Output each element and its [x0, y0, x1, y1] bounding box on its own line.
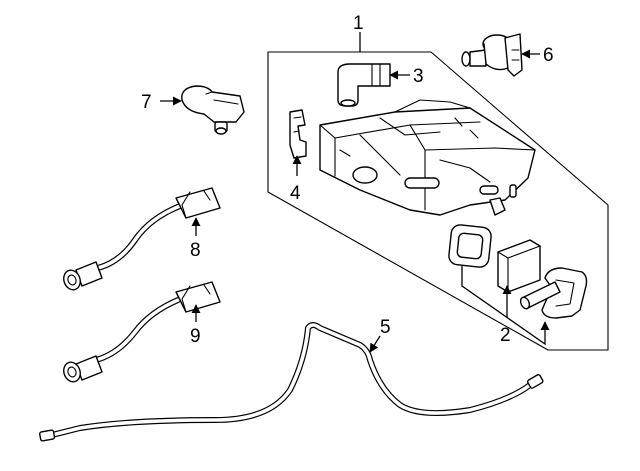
harness-part-8[interactable] [61, 187, 221, 292]
elbow-hose-part[interactable] [337, 63, 391, 107]
vacuum-valve-part[interactable] [461, 33, 523, 77]
callout-6: 6 [543, 45, 554, 66]
leader-arrow-5 [369, 335, 381, 353]
kit-bracket-2 [461, 265, 550, 346]
callout-3: 3 [413, 66, 424, 87]
callout-5: 5 [380, 317, 391, 338]
filter-bracket-part[interactable] [519, 267, 588, 319]
gasket-part[interactable] [448, 224, 492, 268]
callout-2: 2 [500, 325, 511, 346]
harness-part-9[interactable] [61, 281, 221, 384]
callout-1: 1 [353, 13, 364, 34]
assembly-outline [267, 51, 609, 351]
long-hose-part[interactable] [39, 322, 544, 442]
canister-part[interactable] [319, 99, 536, 216]
callout-7: 7 [141, 92, 152, 113]
callout-9: 9 [190, 326, 201, 347]
filter-block-part[interactable] [497, 239, 541, 293]
sensor-part[interactable] [181, 85, 245, 135]
callout-8: 8 [190, 240, 201, 261]
clip-bracket-part[interactable] [289, 109, 307, 159]
callout-4: 4 [290, 183, 301, 204]
